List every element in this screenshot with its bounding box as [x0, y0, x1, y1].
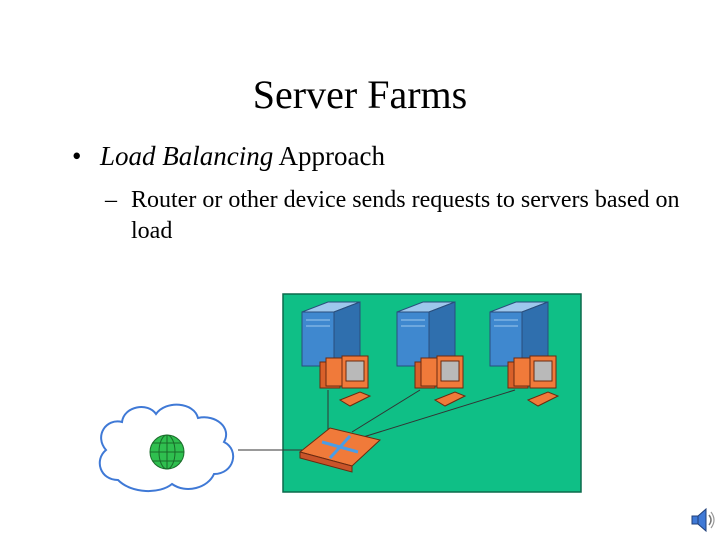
load-balancing-diagram: [98, 293, 582, 493]
router-icon: [298, 427, 382, 473]
sub-bullet-text: Router or other device sends requests to…: [131, 187, 680, 244]
bullet-emphasis: Load Balancing: [100, 141, 274, 171]
link-line: [359, 389, 516, 439]
sub-bullet-item: – Router or other device sends requests …: [105, 185, 685, 247]
bullet-text: Approach: [273, 141, 385, 171]
bullet-item: • Load Balancing Approach: [72, 138, 385, 174]
slide-title: Server Farms: [252, 72, 468, 117]
sub-bullet-marker: –: [105, 187, 117, 213]
bullet-marker: •: [72, 141, 82, 171]
speaker-icon[interactable]: [690, 505, 716, 535]
globe-icon: [149, 434, 185, 470]
link-line: [351, 389, 421, 433]
